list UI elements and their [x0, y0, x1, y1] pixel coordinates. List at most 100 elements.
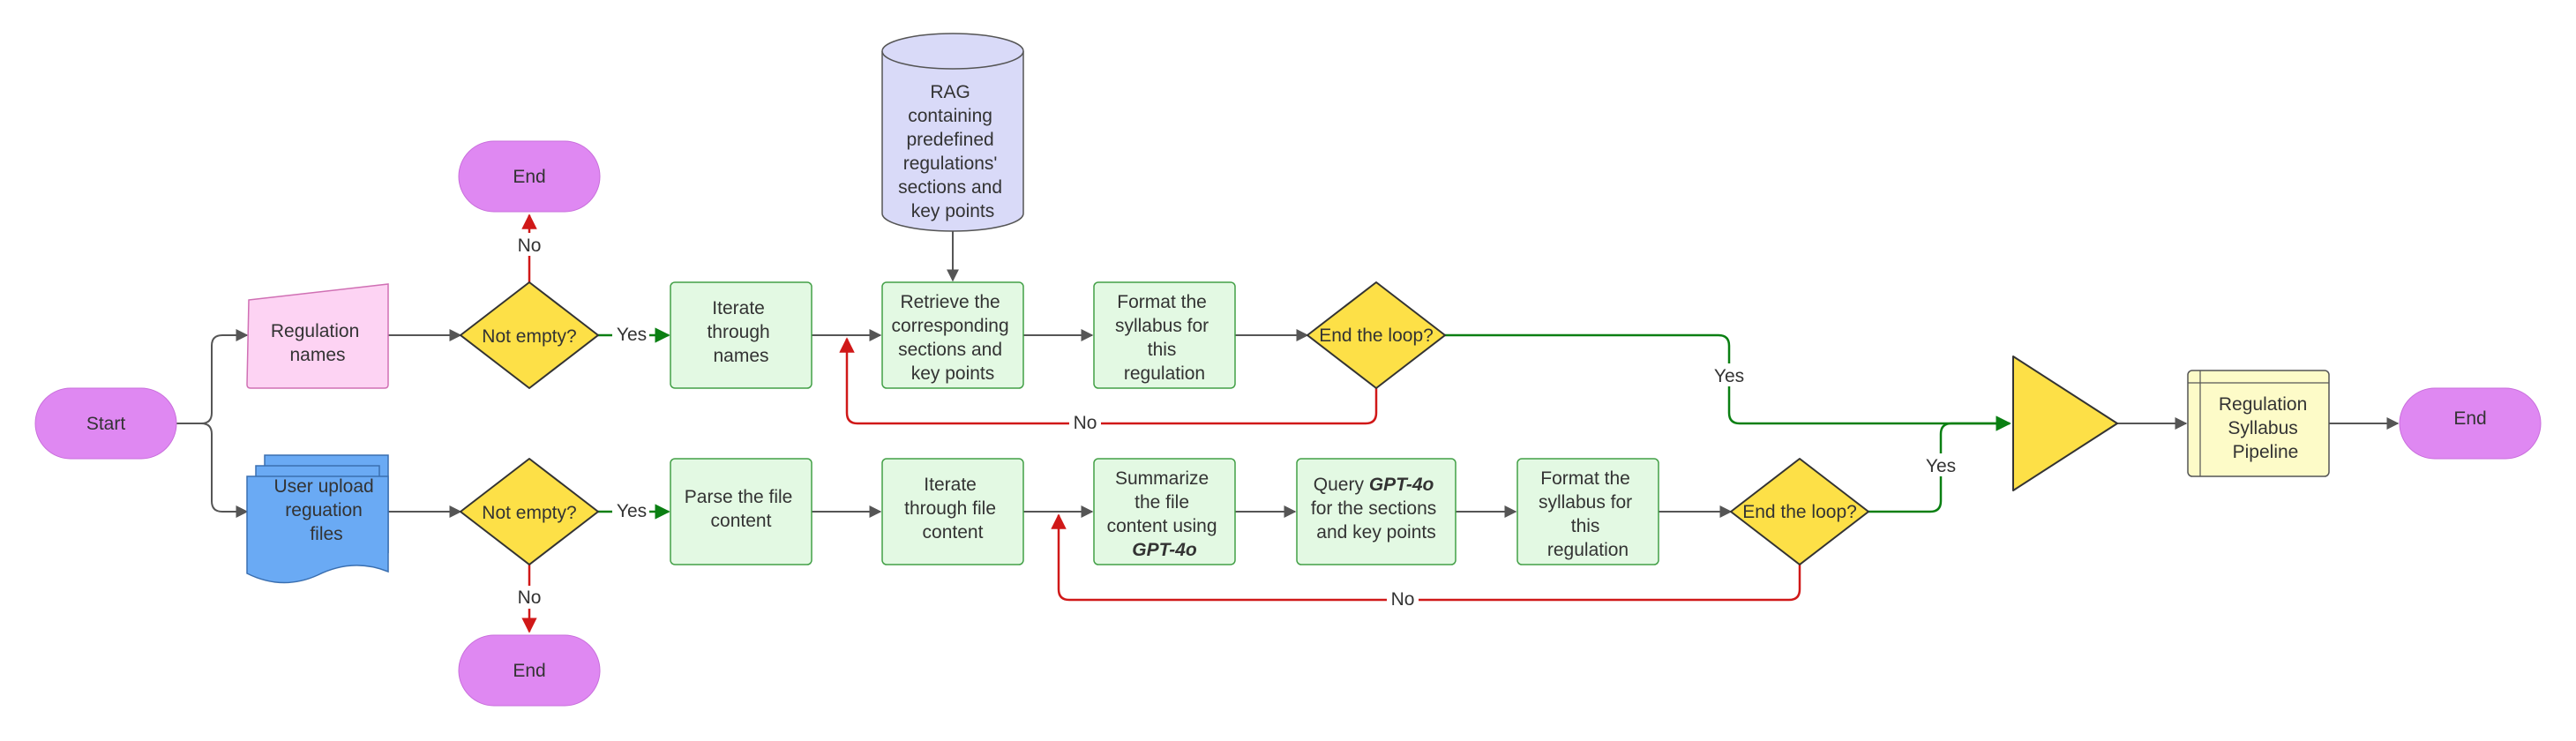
not-empty-decision-bottom[interactable]: Not empty? — [460, 458, 599, 565]
retrieve-line: sections and — [898, 340, 1002, 360]
edge-label-yes: Yes — [617, 501, 647, 521]
regulation-names-input[interactable]: Regulation names — [246, 283, 389, 389]
summarize-line: the file — [1134, 492, 1189, 513]
user-upload-documents[interactable]: User upload reguation files — [246, 454, 389, 584]
svg-text:End the loop?: End the loop? — [1742, 502, 1857, 522]
user-upload-line: reguation — [285, 500, 363, 520]
end-label: End — [513, 661, 545, 681]
end-node-top[interactable]: End — [458, 140, 601, 213]
edge-start-to-regulation-names — [176, 329, 249, 424]
svg-text:Start: Start — [86, 414, 126, 434]
format-line: syllabus for — [1115, 316, 1209, 336]
edge-labels: No Yes No Yes No Yes No Yes — [513, 233, 1958, 610]
edge-end-loop-top-no — [839, 337, 1378, 425]
rag-line: sections and — [898, 177, 1002, 198]
rag-database[interactable]: RAG containing predefined regulations' s… — [881, 33, 1024, 232]
not-empty-label: Not empty? — [482, 326, 576, 347]
retrieve-line: corresponding — [892, 316, 1009, 336]
iterate-file-line: content — [923, 522, 984, 543]
parse-file-process[interactable]: Parse the file content — [670, 458, 812, 565]
svg-text:End: End — [513, 167, 545, 187]
edge-end-loop-bottom-no — [1051, 513, 1801, 602]
start-node[interactable]: Start — [34, 387, 177, 460]
format-line: Format the — [1540, 468, 1630, 489]
format-line: this — [1148, 340, 1177, 360]
end-label: End — [2453, 408, 2486, 429]
iterate-names-line: names — [713, 346, 768, 366]
end-node-bottom[interactable]: End — [458, 634, 601, 707]
user-upload-line: User upload — [273, 476, 373, 497]
svg-text:Retrieve the correspon: Retrieve the corresponding sections and … — [892, 292, 1015, 384]
format-syllabus-process-top[interactable]: Format the syllabus for this regulation — [1093, 281, 1236, 389]
end-loop-decision-top[interactable]: End the loop? — [1307, 281, 1446, 389]
pipeline-line: Regulation — [2219, 394, 2307, 415]
summarize-process[interactable]: Summarize the file content using GPT-4o — [1093, 458, 1236, 565]
format-syllabus-process-bottom[interactable]: Format the syllabus for this regulation — [1516, 458, 1659, 565]
parse-file-line: Parse the file — [685, 487, 793, 507]
parse-file-line: content — [711, 511, 772, 531]
end-loop-decision-bottom[interactable]: End the loop? — [1730, 458, 1869, 565]
svg-text:Iterate through file: Iterate through file content — [904, 475, 1001, 543]
end-label: End — [513, 167, 545, 187]
query-line: for the sections — [1311, 498, 1436, 519]
syllabus-pipeline-process[interactable]: Regulation Syllabus Pipeline — [2187, 370, 2330, 477]
format-line: regulation — [1124, 363, 1205, 384]
summarize-line: content using — [1107, 516, 1217, 536]
format-line: regulation — [1547, 540, 1629, 560]
not-empty-decision-top[interactable]: Not empty? — [460, 281, 599, 389]
query-line: Query GPT-4o — [1314, 475, 1434, 495]
iterate-names-line: Iterate — [712, 298, 765, 318]
end-loop-label: End the loop? — [1319, 326, 1434, 346]
svg-text:End: End — [513, 661, 545, 681]
iterate-file-line: Iterate — [924, 475, 977, 495]
rag-line: RAG — [930, 82, 970, 102]
svg-text:User upload reguation: User upload reguation files — [273, 476, 378, 544]
rag-line: key points — [911, 201, 995, 221]
retrieve-process[interactable]: Retrieve the corresponding sections and … — [881, 281, 1024, 389]
rag-line: predefined — [906, 130, 993, 150]
end-loop-label: End the loop? — [1742, 502, 1857, 522]
svg-text:End the loop?: End the loop? — [1319, 326, 1434, 346]
iterate-file-process[interactable]: Iterate through file content — [881, 458, 1024, 565]
regulation-names-line: names — [289, 345, 345, 365]
svg-text:Iterate through: Iterate through names — [707, 298, 775, 366]
start-label: Start — [86, 414, 126, 434]
pipeline-line: Pipeline — [2233, 442, 2299, 462]
nodes: Start End End End Re — [34, 33, 2542, 707]
format-line: syllabus for — [1539, 492, 1632, 513]
edge-label-no: No — [518, 588, 542, 608]
svg-text:RAG containing: RAG containing predefined regulations' s… — [898, 82, 1007, 221]
svg-text:Not empty?: Not empty? — [482, 326, 576, 347]
iterate-names-line: through — [707, 322, 769, 342]
merge-triangle[interactable] — [2012, 356, 2118, 491]
pipeline-line: Syllabus — [2228, 418, 2297, 438]
svg-text:Parse the file content: Parse the file content — [685, 487, 798, 531]
summarize-line: Summarize — [1115, 468, 1209, 489]
edge-label-no: No — [518, 236, 542, 256]
edge-start-to-user-upload — [176, 423, 249, 518]
edge-label-yes: Yes — [617, 325, 647, 345]
iterate-names-process[interactable]: Iterate through names — [670, 281, 812, 389]
regulation-names-line: Regulation — [271, 321, 359, 341]
summarize-line: GPT-4o — [1132, 540, 1197, 560]
svg-text:Not empty?: Not empty? — [482, 503, 576, 523]
svg-text:Format the syllabus fo: Format the syllabus for this regulation — [1539, 468, 1637, 560]
edge-label-yes: Yes — [1926, 456, 1956, 476]
edge-label-no: No — [1391, 589, 1415, 610]
svg-text:Regulation names: Regulation names — [271, 321, 364, 365]
end-node-final[interactable]: End — [2399, 387, 2542, 460]
svg-text:Query GPT-4o for the s: Query GPT-4o for the sections and key po… — [1311, 475, 1442, 543]
query-line: and key points — [1316, 522, 1435, 543]
svg-text:Regulation Syllabus: Regulation Syllabus Pipeline — [2219, 394, 2312, 462]
format-line: this — [1571, 516, 1600, 536]
query-process[interactable]: Query GPT-4o for the sections and key po… — [1296, 458, 1456, 565]
retrieve-line: key points — [911, 363, 995, 384]
iterate-file-line: through file — [904, 498, 996, 519]
rag-line: containing — [908, 106, 992, 126]
svg-text:Summarize the file: Summarize the file content using GPT-4o — [1107, 468, 1223, 560]
edge-label-yes: Yes — [1714, 366, 1744, 386]
format-line: Format the — [1117, 292, 1207, 312]
rag-line: regulations' — [903, 153, 998, 174]
retrieve-line: Retrieve the — [900, 292, 1000, 312]
